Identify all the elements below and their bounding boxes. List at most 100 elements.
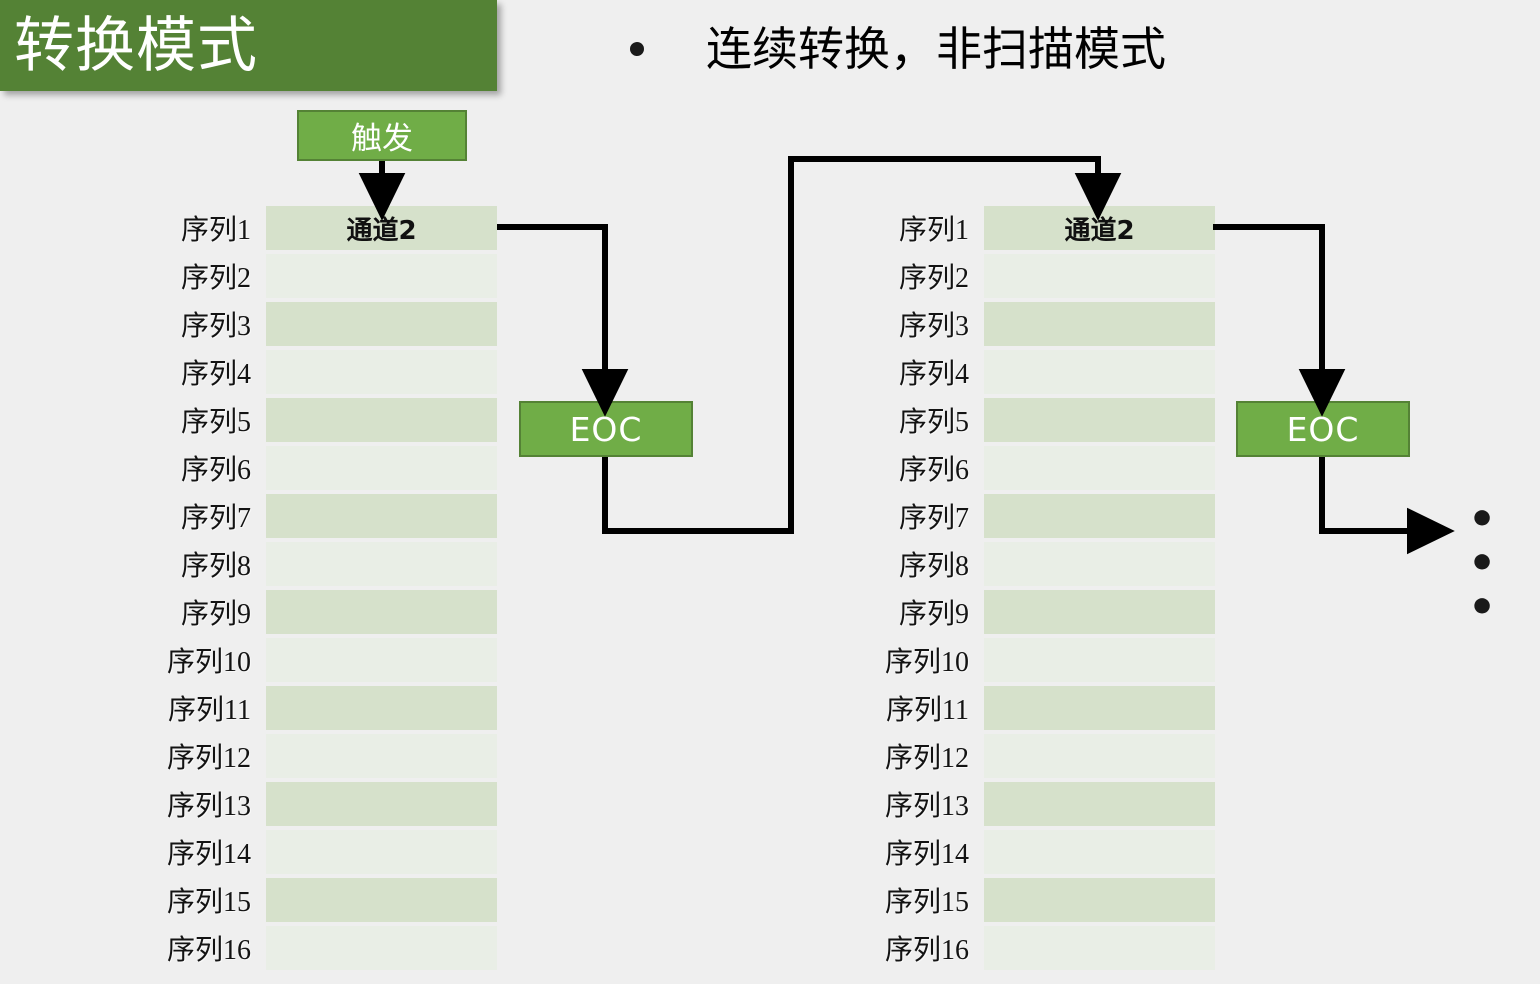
table-row[interactable]: 通道2 xyxy=(984,206,1215,250)
table-row[interactable] xyxy=(984,782,1215,826)
channel-cell xyxy=(266,398,497,442)
seq-label: 序列11 xyxy=(168,695,251,726)
channel-cell xyxy=(984,782,1215,826)
seq-label: 序列13 xyxy=(884,791,969,822)
eoc-box-2[interactable]: EOC xyxy=(1236,401,1410,457)
eoc-box-1[interactable]: EOC xyxy=(519,401,693,457)
sequence-table-group-2: 通道2 xyxy=(984,206,1215,974)
seq-label: 序列16 xyxy=(166,935,251,966)
channel-cell xyxy=(984,638,1215,682)
channel-cell xyxy=(984,446,1215,490)
table-row[interactable] xyxy=(984,926,1215,970)
seq-label: 序列7 xyxy=(898,503,969,534)
seq-label: 序列2 xyxy=(898,263,969,294)
continuation-ellipsis: • • • xyxy=(1468,494,1501,633)
eoc-label-2: EOC xyxy=(1286,409,1360,449)
seq-label: 序列1 xyxy=(898,215,969,246)
table-row[interactable] xyxy=(266,782,497,826)
title-banner: 转换模式 xyxy=(0,0,497,91)
channel-cell xyxy=(984,734,1215,778)
channel-cell xyxy=(984,398,1215,442)
table-row[interactable] xyxy=(984,878,1215,922)
table-row[interactable] xyxy=(266,734,497,778)
channel-cell xyxy=(266,254,497,298)
seq-label: 序列8 xyxy=(898,551,969,582)
seq-label: 序列9 xyxy=(898,599,969,630)
seq-label: 序列6 xyxy=(180,455,251,486)
seq-label: 序列15 xyxy=(884,887,969,918)
page-title: 转换模式 xyxy=(14,11,258,81)
table-row[interactable] xyxy=(266,590,497,634)
sequence-labels-group-2: 序列1 序列2 序列3 序列4 序列5 序列6 序列7 序列8 序列9 序列10… xyxy=(849,206,969,974)
seq-label: 序列3 xyxy=(180,311,251,342)
wire-table-2-to-eoc-2 xyxy=(1213,224,1346,417)
table-row[interactable] xyxy=(266,302,497,346)
channel-cell xyxy=(266,830,497,874)
table-row[interactable] xyxy=(266,926,497,970)
table-row[interactable] xyxy=(984,254,1215,298)
table-row[interactable] xyxy=(266,542,497,586)
seq-label: 序列12 xyxy=(884,743,969,774)
seq-label: 序列14 xyxy=(884,839,969,870)
table-row[interactable] xyxy=(984,542,1215,586)
table-row[interactable] xyxy=(984,398,1215,442)
channel-cell xyxy=(266,590,497,634)
table-row[interactable] xyxy=(266,686,497,730)
seq-label: 序列10 xyxy=(884,647,969,678)
eoc-label-1: EOC xyxy=(569,409,643,449)
table-row[interactable] xyxy=(984,494,1215,538)
seq-label: 序列12 xyxy=(166,743,251,774)
seq-label: 序列10 xyxy=(166,647,251,678)
trigger-label: 触发 xyxy=(351,121,413,157)
bullet-text: 连续转换，非扫描模式 xyxy=(706,22,1166,76)
table-row[interactable] xyxy=(984,590,1215,634)
seq-label: 序列11 xyxy=(886,695,969,726)
table-row[interactable] xyxy=(984,638,1215,682)
table-row[interactable]: 通道2 xyxy=(266,206,497,250)
channel-cell xyxy=(984,350,1215,394)
seq-label: 序列2 xyxy=(180,263,251,294)
table-row[interactable] xyxy=(266,638,497,682)
seq-label: 序列6 xyxy=(898,455,969,486)
table-row[interactable] xyxy=(266,830,497,874)
seq-label: 序列13 xyxy=(166,791,251,822)
channel-cell xyxy=(984,254,1215,298)
channel-cell xyxy=(984,542,1215,586)
table-row[interactable] xyxy=(984,830,1215,874)
table-row[interactable] xyxy=(266,398,497,442)
channel-cell xyxy=(984,302,1215,346)
bullet-dot-icon xyxy=(630,42,644,56)
table-row[interactable] xyxy=(266,446,497,490)
seq-label: 序列8 xyxy=(180,551,251,582)
sequence-table-group-1: 通道2 xyxy=(266,206,497,974)
channel-cell xyxy=(984,590,1215,634)
trigger-box[interactable]: 触发 xyxy=(297,110,467,161)
channel-cell xyxy=(266,302,497,346)
table-row[interactable] xyxy=(984,302,1215,346)
channel-cell xyxy=(266,878,497,922)
table-row[interactable] xyxy=(266,350,497,394)
channel-cell xyxy=(266,446,497,490)
wire-eoc-2-continue xyxy=(1319,457,1455,555)
table-row[interactable] xyxy=(984,350,1215,394)
table-row[interactable] xyxy=(266,878,497,922)
table-row[interactable] xyxy=(266,254,497,298)
seq-label: 序列5 xyxy=(180,407,251,438)
seq-label: 序列5 xyxy=(898,407,969,438)
channel-cell xyxy=(266,686,497,730)
table-row[interactable] xyxy=(984,686,1215,730)
table-row[interactable] xyxy=(266,494,497,538)
channel-cell xyxy=(984,686,1215,730)
bullet-line: 连续转换，非扫描模式 xyxy=(630,18,1166,80)
seq-label: 序列9 xyxy=(180,599,251,630)
channel-cell xyxy=(266,926,497,970)
seq-label: 序列3 xyxy=(898,311,969,342)
channel-cell: 通道2 xyxy=(1064,215,1135,246)
table-row[interactable] xyxy=(984,446,1215,490)
channel-cell xyxy=(266,638,497,682)
channel-cell xyxy=(266,542,497,586)
seq-label: 序列1 xyxy=(180,215,251,246)
table-row[interactable] xyxy=(984,734,1215,778)
channel-cell: 通道2 xyxy=(346,215,417,246)
